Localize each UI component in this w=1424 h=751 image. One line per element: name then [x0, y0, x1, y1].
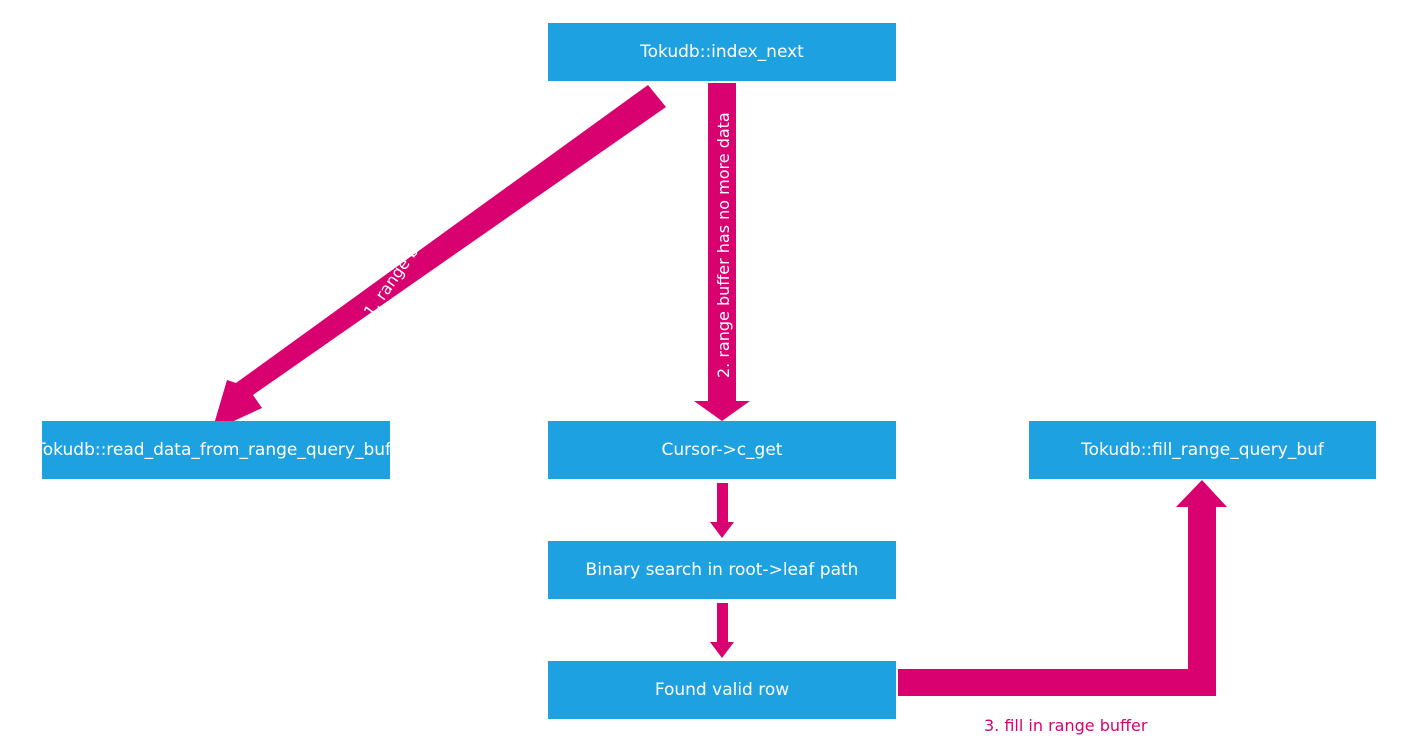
node-fill-buf: Tokudb::fill_range_query_buf: [1029, 421, 1376, 479]
node-cursor-get-label: Cursor->c_get: [661, 440, 783, 460]
node-found-row-label: Found valid row: [654, 680, 790, 700]
label-fill-in: 3. fill in range buffer: [984, 716, 1148, 735]
node-fill-buf-label: Tokudb::fill_range_query_buf: [1081, 440, 1324, 460]
node-read-data: Tokudb::read_data_from_range_query_buff: [35, 421, 397, 479]
arrow-range-has-data: [212, 85, 666, 431]
arrow-cget-to-binary: [710, 483, 734, 538]
label-range-no-data: 2. range buffer has no more data: [714, 112, 733, 378]
arrow-binary-to-found: [710, 603, 734, 658]
node-index-next-label: Tokudb::index_next: [640, 42, 804, 62]
node-found-row: Found valid row: [548, 661, 896, 719]
node-binary-search: Binary search in root->leaf path: [548, 541, 896, 599]
node-index-next: Tokudb::index_next: [548, 23, 896, 81]
arrow-fill-in: [898, 480, 1227, 696]
node-read-data-label: Tokudb::read_data_from_range_query_buff: [35, 440, 397, 460]
node-cursor-get: Cursor->c_get: [548, 421, 896, 479]
arrow-range-no-data: [694, 83, 750, 421]
node-binary-search-label: Binary search in root->leaf path: [585, 560, 859, 580]
